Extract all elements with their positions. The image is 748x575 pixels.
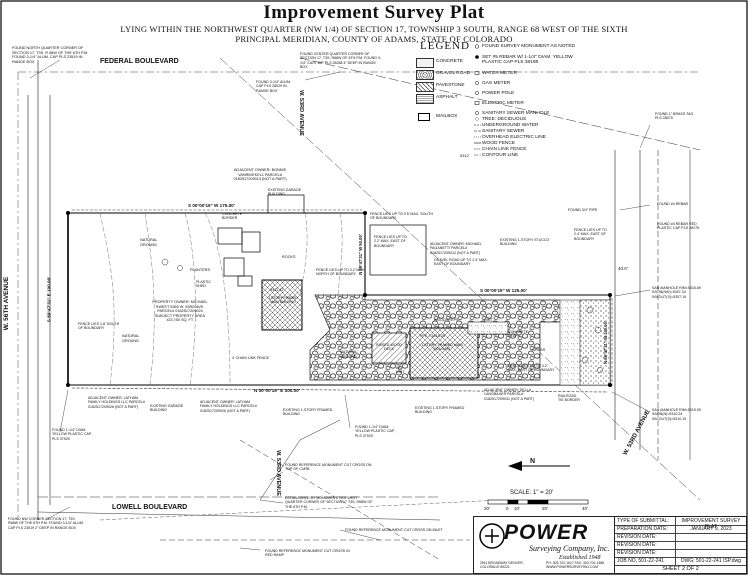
asphalt-swatch-icon — [416, 94, 434, 104]
legend-sewer-manhole: SANITARY SEWER MANHOLE — [482, 111, 550, 116]
pavestone-swatch-icon — [416, 82, 434, 92]
legend-gas-meter: GAS METER — [482, 81, 511, 86]
tb-key: JOB NO. 501-22-241 — [617, 558, 664, 564]
company-sub: Surveying Company, Inc. — [529, 544, 610, 553]
gas-meter-icon — [475, 81, 479, 85]
legend-overhead-electric: OVERHEAD ELECTRIC LINE — [482, 135, 546, 140]
title-block: POWER Surveying Company, Inc. Establishe… — [473, 516, 747, 574]
company-phone: PH: 303-702-1617 FAX: 303-702-1488 WWW.P… — [546, 561, 605, 569]
power-pole-icon — [475, 91, 479, 95]
tb-row-revision-1: REVISION DATE: — [615, 533, 746, 542]
legend: LEGEND CONCRETE GRAVEL ROAD PAVESTONE AS… — [414, 40, 584, 170]
legend-wood-fence: WOOD FENCE — [482, 141, 516, 146]
mailbox-icon — [418, 113, 430, 121]
legend-set-rebar: SET #5 REBAR W/ 1-1/4" DIAM. YELLOW PLAS… — [482, 55, 573, 65]
plat-subtitle-line-1: LYING WITHIN THE NORTHWEST QUARTER (NW 1… — [120, 24, 628, 34]
legend-asphalt: ASPHALT — [436, 95, 458, 100]
tb-row-job: JOB NO. 501-22-241 DWG: 501-22-241 ISP.dw… — [615, 557, 746, 566]
tb-key: TYPE OF SUBMITTAL: — [617, 518, 669, 524]
legend-symbols — [474, 44, 481, 156]
company-logo: POWER Surveying Company, Inc. Establishe… — [474, 517, 615, 573]
sheet-number: SHEET 2 OF 2 — [662, 566, 699, 572]
company-name: POWER — [504, 521, 589, 544]
title-block-grid: TYPE OF SUBMITTAL: IMPROVEMENT SURVEY PLA… — [615, 517, 746, 573]
legend-mailbox: MAILBOX — [436, 114, 458, 119]
plat-title: Improvement Survey Plat — [263, 2, 485, 23]
legend-symbols-column: FOUND SURVEY MONUMENT AS NOTED SET #5 RE… — [460, 44, 584, 164]
tb-key: REVISION DATE: — [617, 534, 657, 540]
tb-row-submittal: TYPE OF SUBMITTAL: IMPROVEMENT SURVEY PLA… — [615, 517, 746, 530]
tb-row-preparation: PREPARATION DATE: JANUARY 9, 2023 — [615, 525, 746, 534]
tb-key: REVISION DATE: — [617, 542, 657, 548]
tb-row-sheet: SHEET 2 OF 2 — [615, 565, 746, 573]
concrete-swatch-icon — [416, 58, 434, 68]
legend-concrete: CONCRETE — [436, 59, 463, 64]
legend-water-meter: WATER METER — [482, 71, 517, 76]
gravel-swatch-icon — [416, 70, 434, 80]
scale-bar — [487, 499, 589, 505]
tb-row-revision-3: REVISION DATE: — [615, 549, 746, 558]
legend-contour-value: 5312 — [460, 153, 469, 158]
legend-underground-water: UNDERGROUND WATER — [482, 123, 539, 128]
water-meter-icon — [474, 71, 480, 75]
electric-meter-icon — [474, 101, 480, 105]
tb-value: DWG: 501-22-241 ISP.dwg — [681, 558, 741, 564]
legend-title: LEGEND — [420, 40, 470, 52]
tree-icon — [475, 117, 479, 121]
legend-contour-line: CONTOUR LINE — [482, 153, 519, 158]
tb-value: JANUARY 9, 2023 — [690, 526, 732, 532]
tb-row-revision-2: REVISION DATE: — [615, 541, 746, 550]
legend-found-monument: FOUND SURVEY MONUMENT AS NOTED — [482, 44, 576, 49]
legend-sanitary-sewer: SANITARY SEWER — [482, 129, 525, 134]
north-arrow-icon — [508, 461, 570, 471]
legend-power-pole: POWER POLE — [482, 91, 515, 96]
tb-key: PREPARATION DATE: — [617, 526, 668, 532]
monument-icon — [474, 44, 480, 49]
rebar-icon — [475, 55, 479, 59]
legend-gravel-road: GRAVEL ROAD — [436, 71, 471, 76]
power-logo-icon — [479, 523, 505, 549]
plat-subtitle-line-2: PRINCIPAL MERIDIAN, COUNTY OF ADAMS, STA… — [235, 34, 513, 44]
company-address: 3911 BROADWAY DENVER, COLORADO 80221 — [480, 561, 524, 569]
legend-chain-link-fence: CHAIN LINK FENCE — [482, 147, 527, 152]
legend-tree: TREE: DECIDUOUS — [482, 117, 527, 122]
company-established: Established 1948 — [559, 555, 601, 561]
tb-value: IMPROVEMENT SURVEY PLAT — [681, 518, 741, 530]
manhole-icon — [475, 111, 479, 115]
tb-key: REVISION DATE: — [617, 550, 657, 556]
legend-electric-meter: ELECTRIC METER — [482, 101, 524, 106]
legend-pavestone: PAVESTONE — [436, 83, 465, 88]
